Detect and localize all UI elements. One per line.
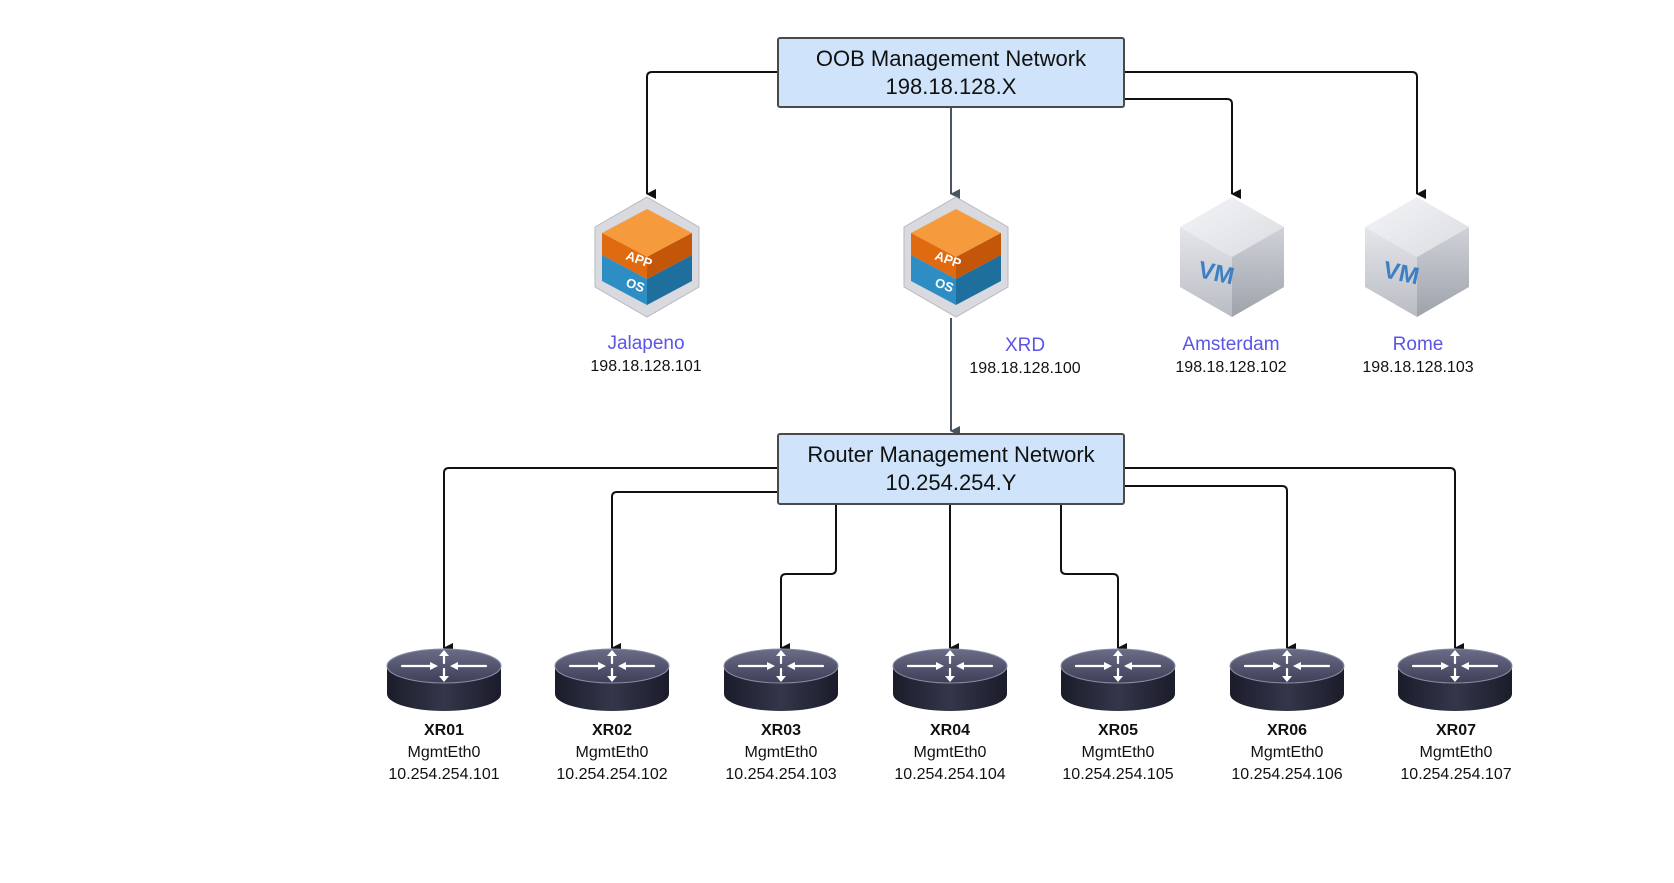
router-label-xr02: XR02 MgmtEth0 10.254.254.102 — [532, 720, 692, 786]
host-ip: 198.18.128.103 — [1362, 359, 1474, 376]
router-ip: 10.254.254.107 — [1400, 766, 1512, 783]
connector-xr01 — [443, 467, 779, 653]
oob-network-box: OOB Management Network 198.18.128.X — [777, 37, 1125, 108]
connector-xr05 — [1060, 504, 1127, 653]
router-label-xr07: XR07 MgmtEth0 10.254.254.107 — [1376, 720, 1536, 786]
host-name: Rome — [1392, 334, 1444, 355]
host-name: Jalapeno — [607, 333, 685, 354]
router-name: XR06 — [1266, 722, 1308, 739]
router-label-xr06: XR06 MgmtEth0 10.254.254.106 — [1207, 720, 1367, 786]
router-icon — [1060, 648, 1176, 711]
router-interface: MgmtEth0 — [1419, 744, 1493, 761]
router-ip: 10.254.254.103 — [725, 766, 837, 783]
app-os-container-icon: APP OS — [594, 196, 700, 318]
host-label-rome: Rome 198.18.128.103 — [1318, 333, 1518, 379]
router-interface: MgmtEth0 — [913, 744, 987, 761]
router-label-xr03: XR03 MgmtEth0 10.254.254.103 — [701, 720, 861, 786]
oob-network-title: OOB Management Network — [815, 45, 1087, 71]
router-interface: MgmtEth0 — [1250, 744, 1324, 761]
host-label-xrd: XRD 198.18.128.100 — [925, 334, 1125, 380]
router-interface: MgmtEth0 — [744, 744, 818, 761]
router-icon — [1397, 648, 1513, 711]
router-icon — [892, 648, 1008, 711]
connector-oob-jalapeno — [646, 71, 779, 199]
router-connectors — [443, 467, 1464, 653]
vm-icon: VM — [1365, 197, 1469, 317]
router-name: XR01 — [423, 722, 465, 739]
router-name: XR04 — [929, 722, 971, 739]
oob-network-subnet: 198.18.128.X — [885, 73, 1017, 99]
connector-xr02 — [611, 491, 779, 653]
router-ip: 10.254.254.106 — [1231, 766, 1343, 783]
router-name: XR05 — [1097, 722, 1139, 739]
router-icon — [386, 648, 502, 711]
connector-xr03 — [780, 504, 837, 653]
connector-oob-rome — [1124, 71, 1426, 199]
router-name: XR03 — [760, 722, 802, 739]
host-label-amsterdam: Amsterdam 198.18.128.102 — [1131, 333, 1331, 379]
router-interface: MgmtEth0 — [575, 744, 649, 761]
host-ip: 198.18.128.102 — [1175, 359, 1287, 376]
router-ip: 10.254.254.101 — [388, 766, 500, 783]
os-label: OS — [933, 275, 956, 296]
router-icon — [554, 648, 670, 711]
router-ip: 10.254.254.105 — [1062, 766, 1174, 783]
router-name: XR02 — [591, 722, 633, 739]
router-label-xr04: XR04 MgmtEth0 10.254.254.104 — [870, 720, 1030, 786]
router-icon — [1229, 648, 1345, 711]
router-interface: MgmtEth0 — [1081, 744, 1155, 761]
router-network-subnet: 10.254.254.Y — [885, 470, 1017, 495]
connector-xr06 — [1124, 485, 1296, 653]
os-label: OS — [624, 275, 647, 296]
router-interface: MgmtEth0 — [407, 744, 481, 761]
host-label-jalapeno: Jalapeno 198.18.128.101 — [546, 332, 746, 378]
connector-xr07 — [1124, 467, 1464, 653]
host-name: XRD — [1004, 335, 1046, 356]
host-ip: 198.18.128.100 — [969, 360, 1081, 377]
router-ip: 10.254.254.102 — [556, 766, 668, 783]
app-os-container-icon: APP OS — [903, 196, 1009, 318]
router-icon — [723, 648, 839, 711]
oob-connectors — [646, 71, 1426, 199]
router-network-box: Router Management Network 10.254.254.Y — [777, 433, 1125, 505]
router-network-title: Router Management Network — [807, 442, 1095, 467]
router-label-xr05: XR05 MgmtEth0 10.254.254.105 — [1038, 720, 1198, 786]
router-ip: 10.254.254.104 — [894, 766, 1006, 783]
router-label-xr01: XR01 MgmtEth0 10.254.254.101 — [364, 720, 524, 786]
router-name: XR07 — [1435, 722, 1477, 739]
connector-oob-amsterdam — [1124, 98, 1241, 199]
host-ip: 198.18.128.101 — [590, 358, 702, 375]
host-name: Amsterdam — [1182, 334, 1280, 355]
vm-icon: VM — [1180, 197, 1284, 317]
